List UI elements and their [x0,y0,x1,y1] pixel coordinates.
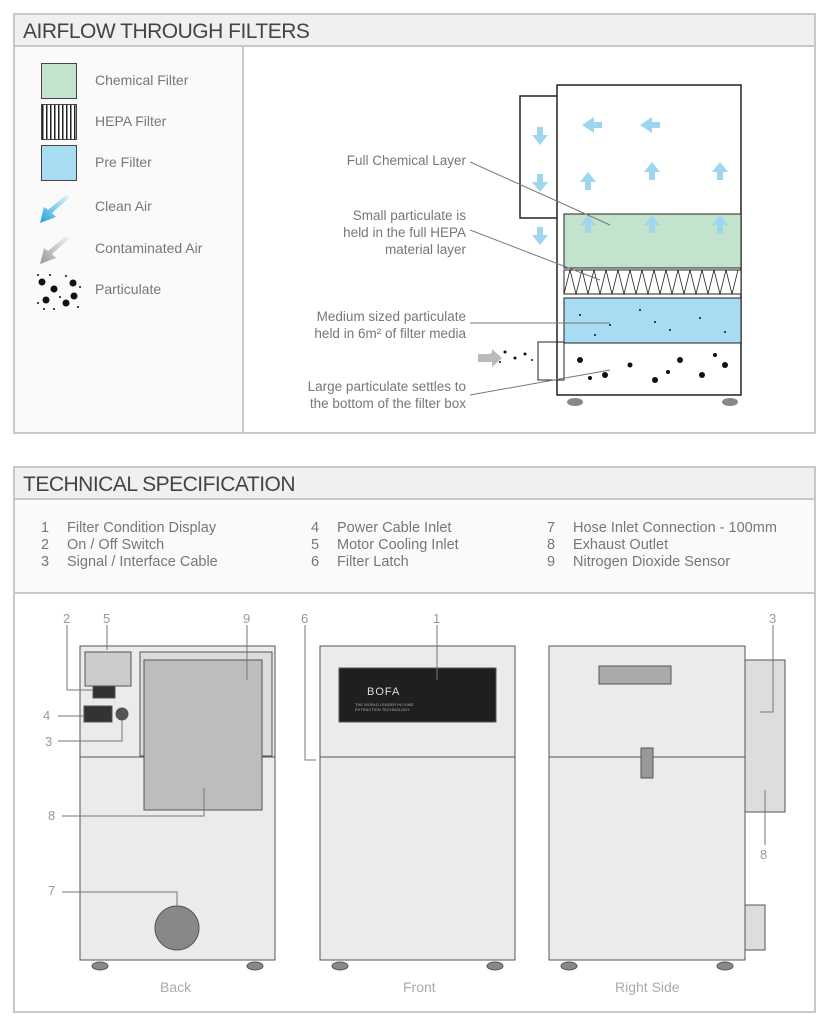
spec-number: 5 [311,537,320,553]
view-caption-right-side: Right Side [615,979,680,995]
spec-number: 3 [41,554,50,570]
callout-7: 7 [48,883,56,898]
callout-8: 8 [48,808,56,823]
callout-6: 6 [301,611,309,626]
view-caption-back: Back [160,979,192,995]
spec-label: Nitrogen Dioxide Sensor [573,554,731,570]
unit-drawings [58,625,786,971]
spec-label: Motor Cooling Inlet [337,537,459,553]
spec-number: 1 [41,520,50,536]
spec-label: Filter Condition Display [67,520,217,536]
spec-label: Power Cable Inlet [337,520,452,536]
spec-label: On / Off Switch [67,537,165,553]
spec-label: Filter Latch [337,554,409,570]
spec-item: 1 Filter Condition Display [41,520,216,537]
bofa-logo: BOFA [367,686,401,698]
pre-filter-swatch [41,145,77,181]
spec-item: 5 Motor Cooling Inlet [311,537,459,554]
callout-5: 5 [103,611,111,626]
callout-2: 2 [63,611,71,626]
callout-9: 9 [243,611,251,626]
hepa-filter-swatch [41,104,77,140]
spec-item: 3 Signal / Interface Cable [41,554,218,571]
filter-box-diagram [470,84,742,406]
legend-label: Particulate [95,281,162,297]
spec-label: Exhaust Outlet [573,537,669,553]
spec-list-area [15,500,814,594]
callout-1: 1 [433,611,441,626]
callout-3: 3 [769,611,777,626]
divider [242,47,244,432]
annotation-chemical: Full Chemical Layer [346,153,466,168]
chemical-filter-swatch [41,63,77,99]
contaminated-air-arrow-icon [40,236,70,264]
spec-number: 4 [311,520,320,536]
spec-number: 9 [547,554,556,570]
spec-item: 4 Power Cable Inlet [311,520,451,537]
callout-3: 3 [45,734,53,749]
spec-item: 6 Filter Latch [311,554,409,571]
spec-item: 7 Hose Inlet Connection - 100mm [547,520,777,537]
clean-air-arrow-icon [40,195,70,223]
annotation-bottom: Large particulate settles to the bottom … [307,379,466,411]
logo-tagline: THE WORLD LEADER IN FUME EXTRACTION TECH… [355,702,414,712]
callout-8: 8 [760,847,768,862]
legend-label: Contaminated Air [95,240,203,256]
legend-label: Chemical Filter [95,72,189,88]
legend-label: Clean Air [95,198,152,214]
spec-number: 2 [41,537,50,553]
annotation-hepa: Small particulate is held in the full HE… [343,208,466,257]
legend-label: Pre Filter [95,154,152,170]
spec-item: 8 Exhaust Outlet [547,537,668,554]
particulate-icon [37,274,81,310]
spec-item: 9 Nitrogen Dioxide Sensor [547,554,730,571]
spec-label: Signal / Interface Cable [67,554,218,570]
annotation-prefilter: Medium sized particulate held in 6m² of … [314,309,466,341]
callout-4: 4 [43,708,51,723]
airflow-title: AIRFLOW THROUGH FILTERS [15,15,814,47]
spec-item: 2 On / Off Switch [41,537,164,554]
spec-title: TECHNICAL SPECIFICATION [15,468,814,500]
spec-label: Hose Inlet Connection - 100mm [573,520,777,536]
view-caption-front: Front [403,979,436,995]
spec-number: 7 [547,520,556,536]
spec-number: 8 [547,537,556,553]
spec-number: 6 [311,554,320,570]
legend-label: HEPA Filter [95,113,167,129]
